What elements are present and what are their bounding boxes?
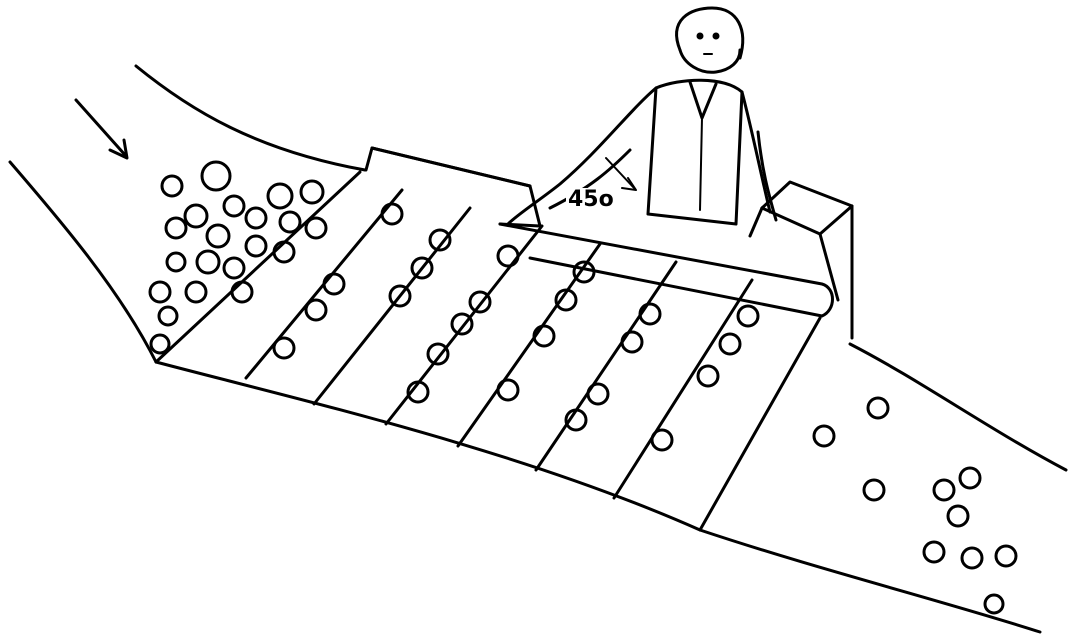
worker-hair bbox=[675, 6, 745, 60]
reject-bin bbox=[748, 180, 854, 340]
produce-on-belt bbox=[272, 202, 760, 452]
flow-direction-arrow bbox=[74, 98, 129, 160]
worker-right-arm bbox=[740, 90, 772, 214]
discharge-chute bbox=[698, 342, 1068, 634]
arm-angle-label: 45o bbox=[566, 187, 616, 212]
worker-figure bbox=[506, 6, 778, 226]
worker-torso bbox=[646, 78, 744, 226]
worker-face bbox=[678, 48, 742, 74]
produce-discharged bbox=[812, 396, 1018, 615]
cross-bar bbox=[370, 146, 834, 318]
produce-pile-infeed bbox=[148, 160, 328, 355]
infeed-chute bbox=[8, 64, 367, 364]
worker-left-arm bbox=[506, 86, 658, 226]
